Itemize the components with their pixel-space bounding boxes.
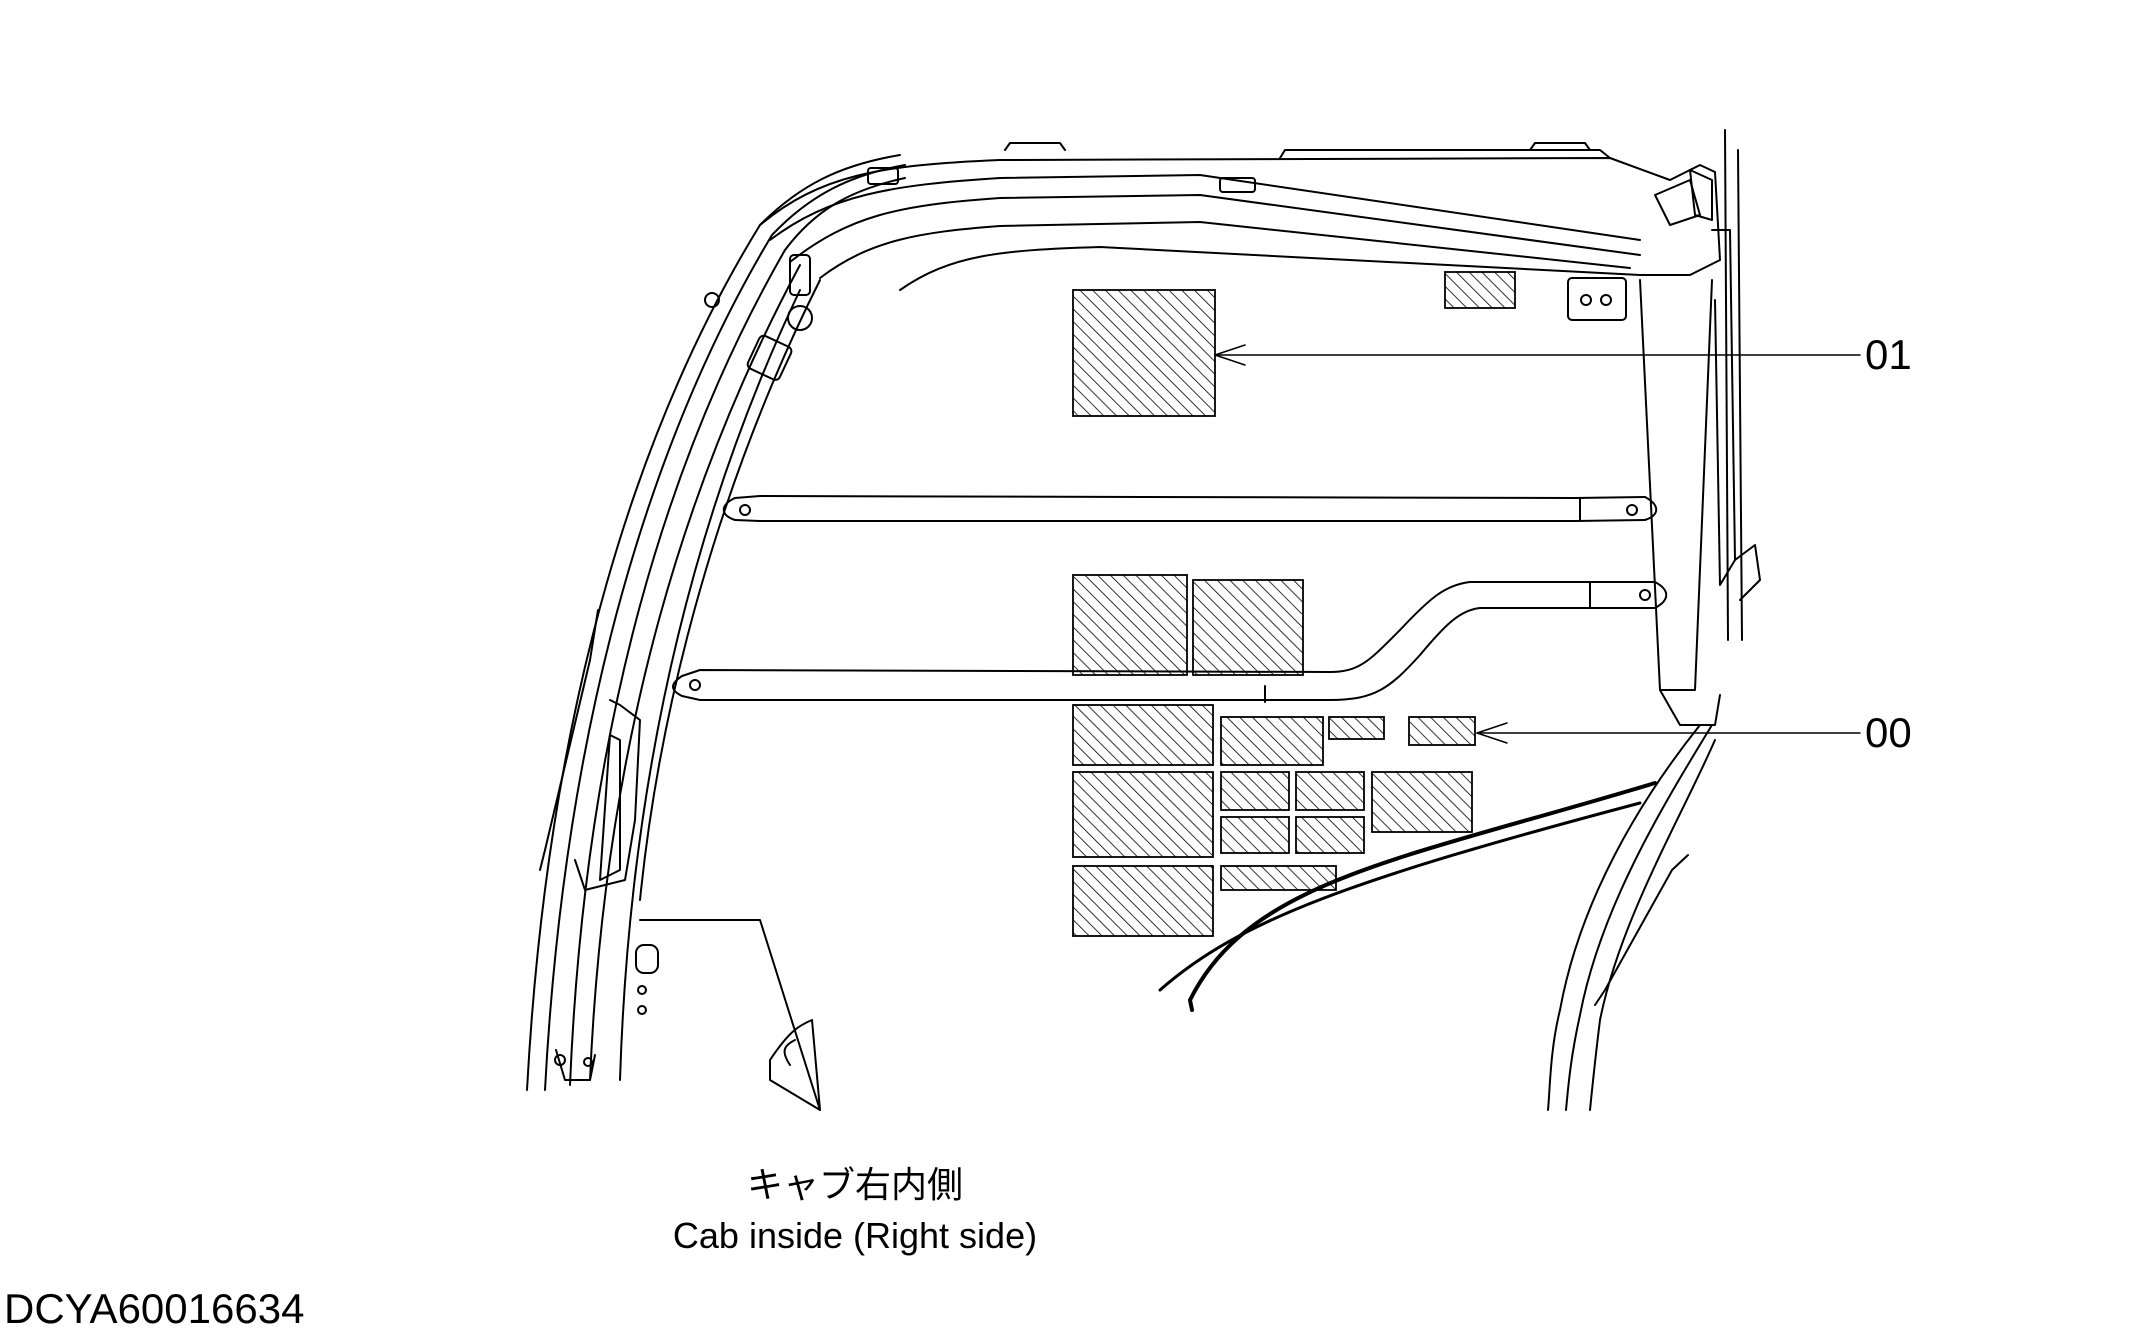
roof-rail [759, 142, 1671, 291]
label-area [1072, 574, 1188, 676]
label-area [1220, 716, 1324, 766]
leader-lines [1214, 344, 1861, 744]
caption-english: Cab inside (Right side) [672, 1215, 1038, 1256]
caption-japanese: キャブ右内側 [746, 1165, 963, 1206]
lower-handrail [672, 581, 1668, 703]
label-area [1220, 865, 1337, 891]
lower-panel [635, 919, 821, 1111]
label-area [1072, 771, 1214, 858]
label-area-00 [1408, 716, 1476, 746]
wiper-arm [539, 609, 641, 1081]
label-area [1192, 579, 1304, 676]
callout-label-01: 01 [1865, 331, 1912, 378]
pillar-hardware [704, 167, 1256, 381]
label-area [1295, 816, 1365, 854]
label-area [1072, 865, 1214, 937]
document-id: DCYA60016634 [4, 1285, 305, 1332]
label-area-01 [1072, 289, 1216, 417]
rear-pillar [1567, 129, 1761, 726]
upper-handrail [722, 495, 1658, 522]
label-area [1328, 716, 1385, 740]
label-area-roof [1444, 271, 1516, 309]
callout-label-00: 00 [1865, 709, 1912, 756]
door-frame [1158, 724, 1716, 1111]
front-pillar [526, 154, 906, 1091]
label-area [1072, 704, 1214, 766]
label-area [1220, 771, 1290, 811]
label-area [1371, 771, 1473, 833]
label-area [1295, 771, 1365, 811]
label-areas [1072, 271, 1516, 937]
label-area [1220, 816, 1290, 854]
